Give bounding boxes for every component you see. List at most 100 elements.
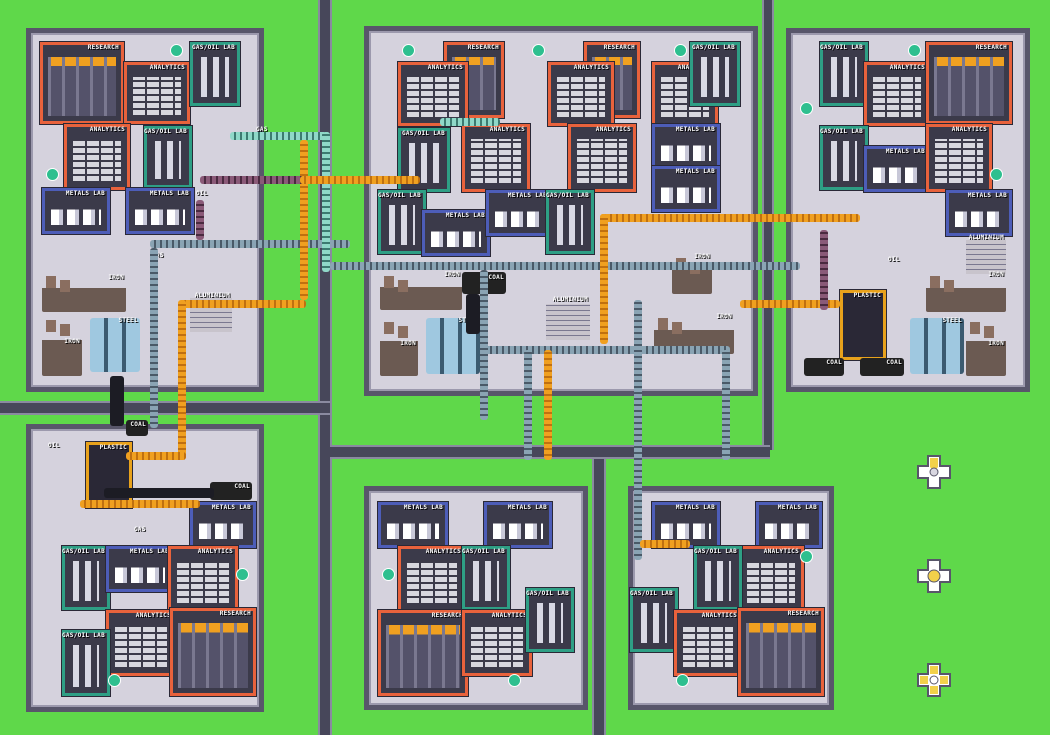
analytics-building[interactable]: ANALYTICS (674, 610, 742, 676)
gas-oil-lab-building[interactable]: GAS/OIL LAB (62, 546, 110, 610)
aluminium-plant[interactable]: ALUMINIUM (546, 296, 590, 340)
sync-icon[interactable] (402, 44, 415, 57)
steel-mill[interactable]: STEEL (90, 317, 140, 372)
gas-oil-lab-building[interactable]: GAS/OIL LAB (630, 588, 678, 652)
metals-lab-building[interactable]: METALS LAB (652, 166, 720, 212)
gas-oil-lab-building[interactable]: GAS/OIL LAB (690, 42, 740, 106)
coal-mine[interactable]: COAL (860, 358, 904, 376)
conveyor[interactable] (440, 118, 500, 126)
research-building[interactable]: RESEARCH (926, 42, 1012, 124)
metals-lab-building[interactable]: METALS LAB (756, 502, 822, 548)
conveyor[interactable] (820, 230, 828, 310)
iron-smelter[interactable]: IRON (926, 271, 1006, 312)
research-building[interactable]: RESEARCH (378, 610, 468, 696)
analytics-building[interactable]: ANALYTICS (738, 546, 804, 612)
analytics-building[interactable]: ANALYTICS (568, 124, 636, 192)
conveyor[interactable] (544, 350, 552, 460)
sync-icon[interactable] (674, 44, 687, 57)
gas-oil-lab-building[interactable]: GAS/OIL LAB (526, 588, 574, 652)
conveyor[interactable] (150, 240, 350, 248)
metals-lab-building[interactable]: METALS LAB (486, 190, 552, 236)
plastic-plant[interactable]: PLASTIC (840, 290, 886, 360)
analytics-building[interactable]: ANALYTICS (864, 62, 930, 126)
conveyor[interactable] (180, 300, 306, 308)
metals-lab-building[interactable]: METALS LAB (106, 546, 174, 592)
iron-smelter[interactable]: IRON (42, 316, 82, 376)
analytics-building[interactable]: ANALYTICS (398, 546, 466, 612)
sync-icon[interactable] (532, 44, 545, 57)
metals-lab-building[interactable]: METALS LAB (864, 146, 930, 192)
coal-mine[interactable]: COAL (210, 482, 252, 500)
gas-oil-lab-building[interactable]: GAS/OIL LAB (190, 42, 240, 106)
gas-oil-lab-building[interactable]: GAS/OIL LAB (144, 126, 192, 188)
coal-mine[interactable]: COAL (804, 358, 844, 376)
sync-icon[interactable] (800, 550, 813, 563)
analytics-building[interactable]: ANALYTICS (106, 610, 176, 676)
conveyor[interactable] (330, 262, 800, 270)
dpad-all-control[interactable] (914, 660, 954, 700)
sync-icon[interactable] (46, 168, 59, 181)
conveyor[interactable] (600, 214, 860, 222)
metals-lab-building[interactable]: METALS LAB (126, 188, 194, 234)
dpad-up-control[interactable] (914, 452, 954, 492)
sync-icon[interactable] (508, 674, 521, 687)
gas-oil-lab-building[interactable]: GAS/OIL LAB (62, 630, 110, 696)
metals-lab-building[interactable]: METALS LAB (422, 210, 490, 256)
iron-smelter[interactable]: IRON (672, 253, 712, 294)
conveyor[interactable] (322, 132, 330, 272)
metals-lab-building[interactable]: METALS LAB (484, 502, 552, 548)
analytics-building[interactable]: ANALYTICS (168, 546, 238, 612)
conveyor[interactable] (524, 350, 532, 460)
research-building[interactable]: RESEARCH (40, 42, 124, 124)
sync-icon[interactable] (236, 568, 249, 581)
conveyor[interactable] (300, 140, 308, 300)
sync-icon[interactable] (108, 674, 121, 687)
plastic-plant[interactable]: PLASTIC (86, 442, 132, 508)
conveyor[interactable] (466, 294, 480, 334)
conveyor[interactable] (640, 540, 690, 548)
conveyor[interactable] (230, 132, 330, 140)
analytics-building[interactable]: ANALYTICS (462, 610, 532, 676)
conveyor[interactable] (104, 488, 214, 498)
metals-lab-building[interactable]: METALS LAB (190, 502, 256, 548)
gas-oil-lab-building[interactable]: GAS/OIL LAB (462, 546, 510, 610)
metals-lab-building[interactable]: METALS LAB (946, 190, 1012, 236)
sync-icon[interactable] (382, 568, 395, 581)
sync-icon[interactable] (990, 168, 1003, 181)
gas-oil-lab-building[interactable]: GAS/OIL LAB (546, 190, 594, 254)
sync-icon[interactable] (908, 44, 921, 57)
conveyor[interactable] (600, 214, 608, 344)
conveyor[interactable] (150, 248, 158, 428)
steel-mill[interactable]: STEEL (910, 317, 964, 374)
conveyor[interactable] (196, 200, 204, 240)
coal-mine[interactable]: COAL (126, 420, 148, 436)
conveyor[interactable] (110, 376, 124, 426)
dpad-center-control[interactable] (914, 556, 954, 596)
conveyor[interactable] (300, 176, 420, 184)
sync-icon[interactable] (170, 44, 183, 57)
conveyor[interactable] (722, 350, 730, 460)
iron-smelter[interactable]: IRON (380, 318, 418, 376)
aluminium-plant[interactable]: ALUMINIUM (966, 234, 1006, 274)
conveyor[interactable] (634, 300, 642, 560)
analytics-building[interactable]: ANALYTICS (462, 124, 530, 192)
sync-icon[interactable] (676, 674, 689, 687)
gas-oil-lab-building[interactable]: GAS/OIL LAB (694, 546, 742, 610)
gas-oil-lab-building[interactable]: GAS/OIL LAB (378, 190, 426, 254)
analytics-building[interactable]: ANALYTICS (124, 62, 190, 124)
sync-icon[interactable] (800, 102, 813, 115)
analytics-building[interactable]: ANALYTICS (548, 62, 614, 126)
metals-lab-building[interactable]: METALS LAB (652, 124, 720, 170)
conveyor[interactable] (740, 300, 840, 308)
gas-oil-lab-building[interactable]: GAS/OIL LAB (820, 42, 868, 106)
analytics-building[interactable]: ANALYTICS (926, 124, 992, 192)
metals-lab-building[interactable]: METALS LAB (378, 502, 448, 548)
analytics-building[interactable]: ANALYTICS (398, 62, 468, 126)
research-building[interactable]: RESEARCH (170, 608, 256, 696)
conveyor[interactable] (480, 270, 488, 420)
metals-lab-building[interactable]: METALS LAB (42, 188, 110, 234)
research-building[interactable]: RESEARCH (738, 608, 824, 696)
conveyor[interactable] (480, 346, 730, 354)
conveyor[interactable] (80, 500, 200, 508)
